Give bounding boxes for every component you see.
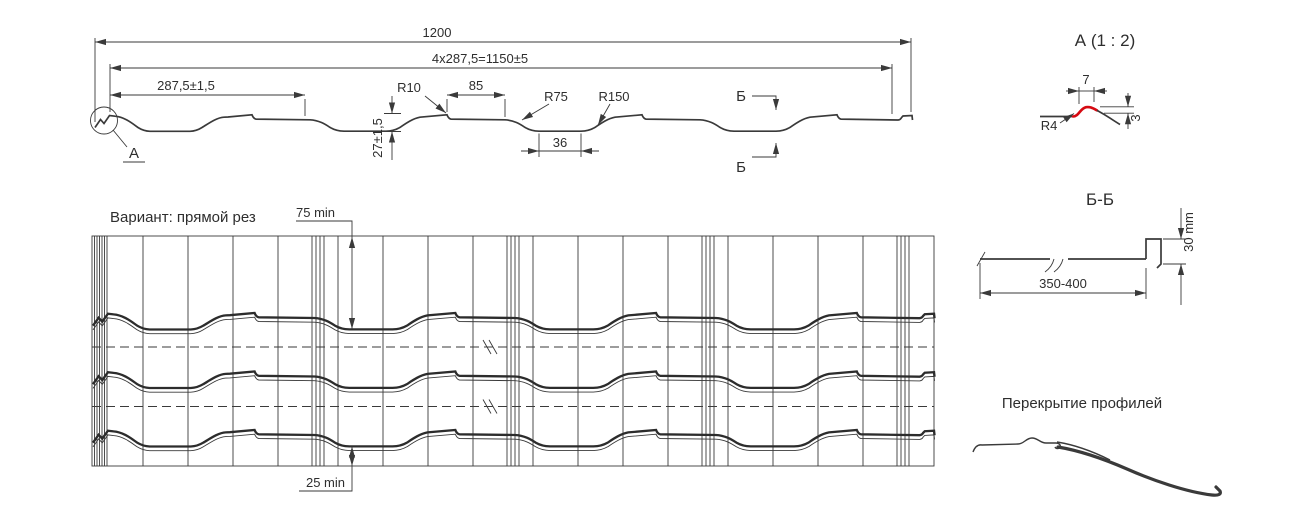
dim-text-r4: R4 xyxy=(1041,118,1058,133)
plan-view: Вариант: прямой рез 75 min 25 min xyxy=(91,205,936,492)
dim-text-7: 7 xyxy=(1082,72,1089,87)
break-mark-2 xyxy=(482,399,498,414)
section-bb-sheet-line xyxy=(980,238,1162,269)
section-bb-title: Б-Б xyxy=(1086,190,1114,209)
dim-27: 27±1,5 xyxy=(370,96,401,160)
dim-text-r10: R10 xyxy=(397,80,421,95)
dim-text-27: 27±1,5 xyxy=(370,118,385,158)
detail-dim-7: 7 xyxy=(1066,72,1107,104)
dim-3-ticks xyxy=(1100,106,1134,114)
plan-caption: Вариант: прямой рез xyxy=(110,209,256,226)
section-bb-left-edge-tick xyxy=(976,251,986,267)
profile-cross-section: 1200 4x287,5=1150±5 287,5±1,5 85 R10 R75… xyxy=(90,25,914,176)
dim-text-1200: 1200 xyxy=(423,25,452,40)
dim-text-r75: R75 xyxy=(544,89,568,104)
dim-75min-leader xyxy=(296,220,353,237)
dim-36: 36 xyxy=(521,133,599,157)
dim-text-r150: R150 xyxy=(598,89,629,104)
dim-30mm: 30 mm xyxy=(1163,208,1196,305)
leader-r150 xyxy=(597,103,611,126)
section-mark-top-line xyxy=(752,95,780,111)
section-label-bottom: Б xyxy=(736,159,746,176)
detail-a-leader xyxy=(112,129,128,148)
detail-a-view: А (1 : 2) 7 3 R4 xyxy=(1040,31,1143,133)
dim-350-400: 350-400 xyxy=(979,263,1147,299)
overlap-upper-sheet-line xyxy=(972,437,1056,453)
overlap-inner-sheet-line xyxy=(1056,441,1111,461)
overlap-view: Перекрытие профилей xyxy=(972,395,1222,497)
detail-a-highlighted-curve xyxy=(1071,105,1099,118)
section-bb-break-symbol xyxy=(1044,258,1064,273)
dim-text-1150: 4x287,5=1150±5 xyxy=(432,51,528,66)
break-mark-1 xyxy=(482,339,498,355)
detail-dim-3: 3 xyxy=(1100,93,1143,129)
dim-text-3: 3 xyxy=(1128,114,1143,121)
dim-text-36: 36 xyxy=(553,135,567,150)
dim-text-85: 85 xyxy=(469,78,483,93)
section-mark-top: Б xyxy=(736,88,780,111)
detail-a-label: А xyxy=(129,145,139,162)
leader-r10 xyxy=(424,95,447,114)
detail-a-line-right xyxy=(1096,109,1121,126)
section-bb-view: Б-Б 350-400 30 mm xyxy=(976,190,1196,305)
detail-a-circle xyxy=(90,106,118,135)
sheet-single-ribs xyxy=(142,236,864,466)
leader-r75 xyxy=(521,103,550,121)
dim-7-extensions xyxy=(1078,87,1095,104)
dim-25min-leader xyxy=(299,466,353,492)
extension-lines xyxy=(94,38,912,122)
tile-profile-curve xyxy=(94,113,914,133)
dim-text-30mm: 30 mm xyxy=(1181,212,1196,252)
dim-25min: 25 min xyxy=(299,446,356,492)
dim-text-287: 287,5±1,5 xyxy=(157,78,215,93)
dim-text-25min: 25 min xyxy=(306,475,345,490)
dim-text-350-400: 350-400 xyxy=(1039,276,1087,291)
sheet-left-edge-ribs xyxy=(94,236,108,466)
dim-text-75min: 75 min xyxy=(296,205,335,220)
sheet-border xyxy=(91,235,935,467)
detail-a-callout: А xyxy=(90,106,145,163)
overlap-caption: Перекрытие профилей xyxy=(1002,395,1162,412)
overlap-lower-sheet-curve xyxy=(1056,445,1222,497)
section-mark-bottom: Б xyxy=(736,142,780,176)
detail-a-title: А (1 : 2) xyxy=(1075,31,1135,50)
section-mark-bottom-line xyxy=(752,142,780,158)
leader-r4 xyxy=(1059,113,1075,124)
sheet-rib-groups xyxy=(311,236,910,466)
section-label-top: Б xyxy=(736,88,746,105)
dim-75min: 75 min xyxy=(296,205,356,330)
